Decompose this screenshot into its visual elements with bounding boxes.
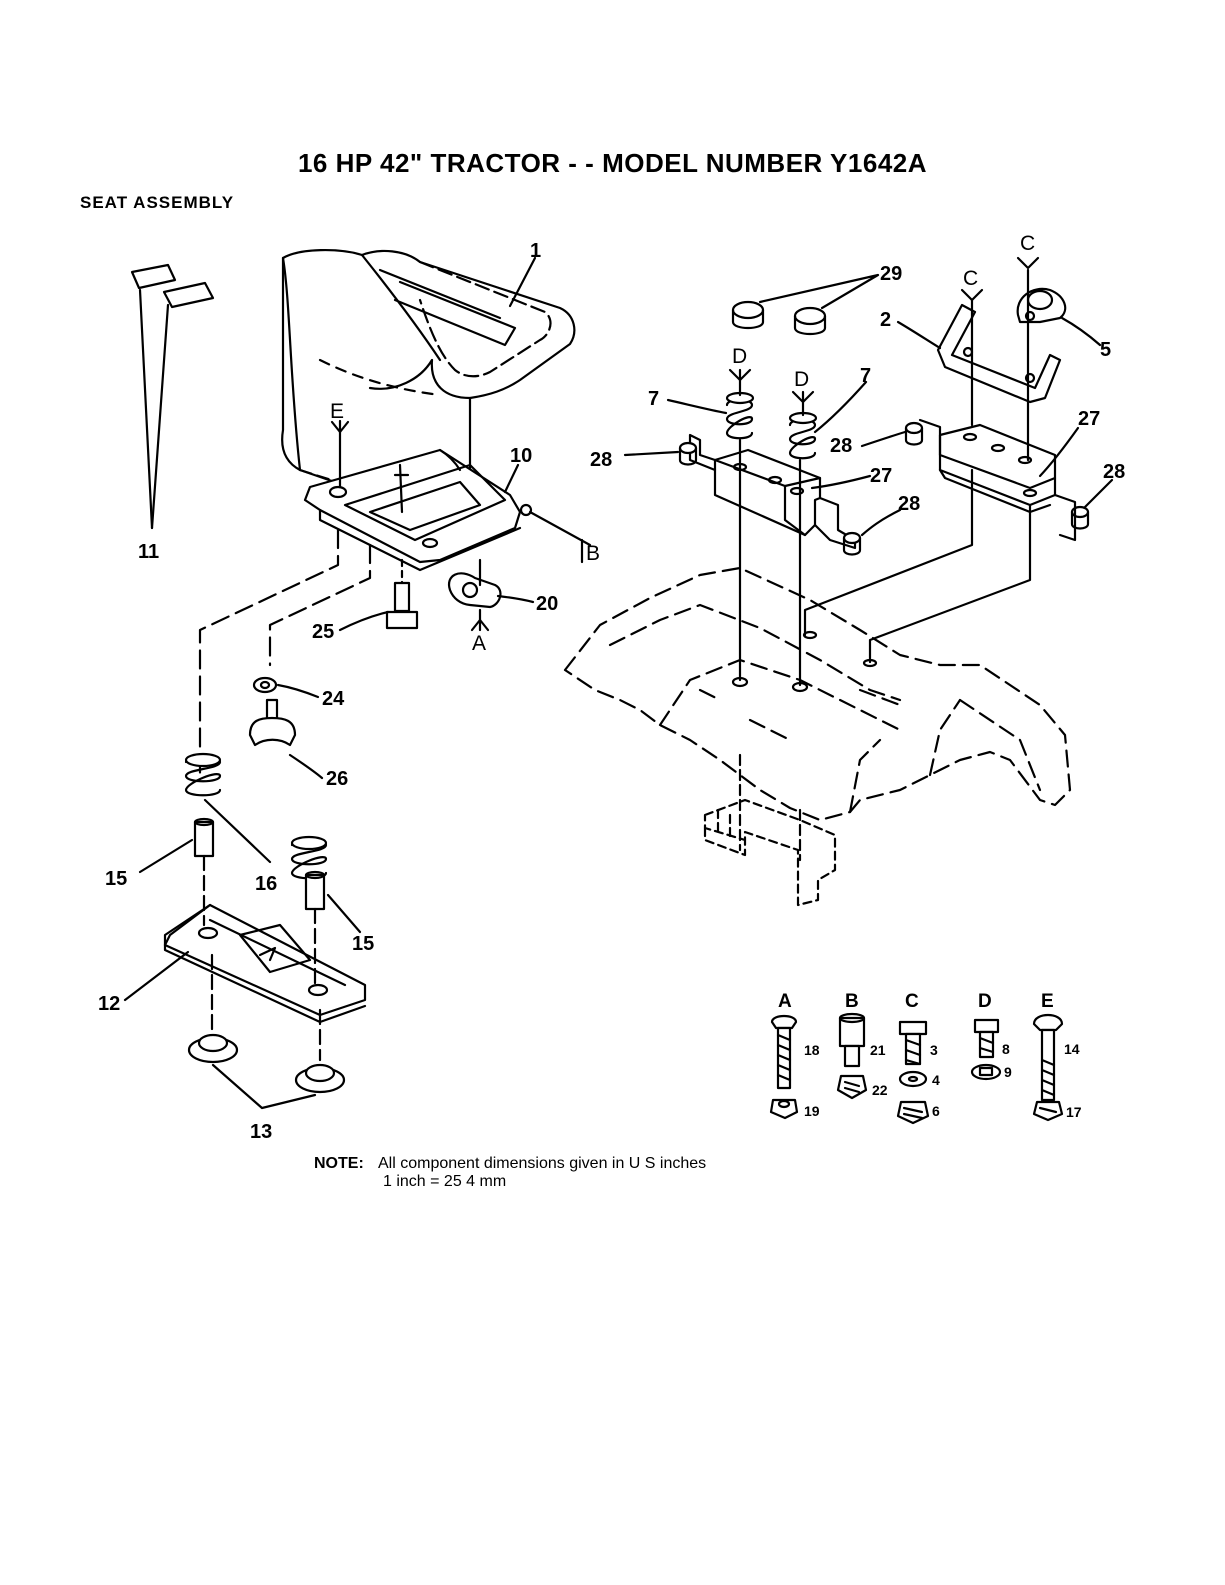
hw-part-4: 4	[932, 1072, 940, 1088]
leader-15-right	[328, 895, 360, 932]
callout-28-c: 28	[898, 493, 920, 515]
callout-7-right: 7	[860, 365, 871, 387]
base-plate-part-12	[165, 905, 365, 1022]
ref-letter-C-left: C	[963, 267, 978, 290]
leader-25	[340, 612, 388, 630]
spacer-part-15-right	[306, 872, 324, 909]
callout-12: 12	[98, 993, 120, 1015]
callout-11: 11	[138, 541, 159, 563]
callout-24: 24	[322, 688, 345, 710]
callout-16: 16	[255, 873, 277, 895]
callout-15-left: 15	[105, 868, 127, 890]
nut-part-24	[254, 678, 276, 692]
ref-letter-B: B	[586, 542, 600, 565]
hardware-D	[972, 1020, 1000, 1079]
hw-letter-B: B	[845, 991, 859, 1012]
leader-12	[125, 952, 188, 1000]
spring-part-7-right	[790, 413, 816, 458]
leader-2	[898, 322, 940, 348]
hw-part-8: 8	[1002, 1041, 1010, 1057]
hardware-C	[898, 1022, 928, 1123]
hw-part-18: 18	[804, 1042, 820, 1058]
callout-7-left: 7	[648, 388, 659, 410]
leader-7-right	[815, 382, 866, 432]
callout-15-right: 15	[352, 933, 374, 955]
callout-1: 1	[530, 240, 541, 262]
hardware-B	[838, 1014, 866, 1098]
hw-part-21: 21	[870, 1042, 886, 1058]
hw-letter-E: E	[1041, 991, 1054, 1012]
callout-28-a: 28	[590, 449, 612, 471]
note-line-2: 1 inch = 25 4 mm	[314, 1173, 706, 1191]
hw-part-3: 3	[930, 1042, 938, 1058]
hardware-E	[1034, 1015, 1062, 1120]
leader-20	[498, 596, 533, 602]
callout-25: 25	[312, 621, 334, 643]
spring-part-16-left	[186, 754, 220, 795]
hw-part-22: 22	[872, 1082, 888, 1098]
hw-part-9: 9	[1004, 1064, 1012, 1080]
leader-16	[205, 800, 270, 862]
callout-27-left: 27	[870, 465, 892, 487]
shoulder-bolt-part-25	[387, 560, 417, 628]
hardware-A	[771, 1016, 797, 1118]
hw-letter-C: C	[905, 991, 919, 1012]
leader-10	[505, 465, 518, 492]
grommet-part-13-right	[296, 1065, 344, 1092]
frame-outline	[705, 800, 835, 905]
callout-26: 26	[326, 768, 348, 790]
hw-letter-A: A	[778, 991, 792, 1012]
mount-bracket-part-27-right	[920, 420, 1075, 540]
assembly-line-center	[270, 545, 370, 665]
dimension-note: NOTE:All component dimensions given in U…	[314, 1155, 706, 1191]
arrow-C-left	[962, 290, 982, 300]
ref-letter-E: E	[330, 400, 344, 423]
leader-7-left	[668, 400, 726, 413]
callout-28-b: 28	[830, 435, 852, 457]
grommet-part-13-left	[189, 1035, 237, 1062]
callout-2: 2	[880, 309, 891, 331]
leader-15-left	[140, 840, 192, 872]
knob-part-26	[250, 700, 295, 745]
leader-26	[290, 755, 322, 778]
callout-13: 13	[250, 1121, 272, 1143]
callout-27-right: 27	[1078, 408, 1100, 430]
hw-part-17: 17	[1066, 1104, 1082, 1120]
leader-28-c	[862, 510, 900, 535]
callout-28-d: 28	[1103, 461, 1125, 483]
leader-28-b	[862, 432, 905, 446]
bumper-part-29	[733, 302, 825, 334]
note-line-1: All component dimensions given in U S in…	[378, 1155, 706, 1172]
ref-letter-A: A	[472, 632, 486, 655]
clamp-part-5	[1018, 289, 1066, 322]
callout-20: 20	[536, 593, 558, 615]
callout-5: 5	[1100, 339, 1111, 361]
callout-10: 10	[510, 445, 532, 467]
leader-28-a	[625, 452, 678, 455]
ref-letter-C-right: C	[1020, 232, 1035, 255]
leader-24	[278, 685, 318, 697]
spacer-part-15-left	[195, 819, 213, 856]
hw-part-6: 6	[932, 1103, 940, 1119]
ref-letter-D-right: D	[794, 368, 809, 391]
leader-28-d	[1085, 480, 1112, 507]
label-plates-part-11	[132, 265, 213, 528]
spring-part-7-left	[727, 393, 753, 438]
ref-letter-D-left: D	[732, 345, 747, 368]
hw-part-19: 19	[804, 1103, 820, 1119]
leader-5	[1062, 318, 1100, 345]
assembly-line-right-b	[870, 505, 1030, 662]
hw-part-14: 14	[1064, 1041, 1080, 1057]
leader-29	[760, 275, 878, 308]
clamp-part-20	[449, 560, 500, 607]
hw-letter-D: D	[978, 991, 992, 1012]
arrow-C-right	[1018, 258, 1038, 268]
callout-29: 29	[880, 263, 902, 285]
note-label: NOTE:	[314, 1155, 378, 1173]
